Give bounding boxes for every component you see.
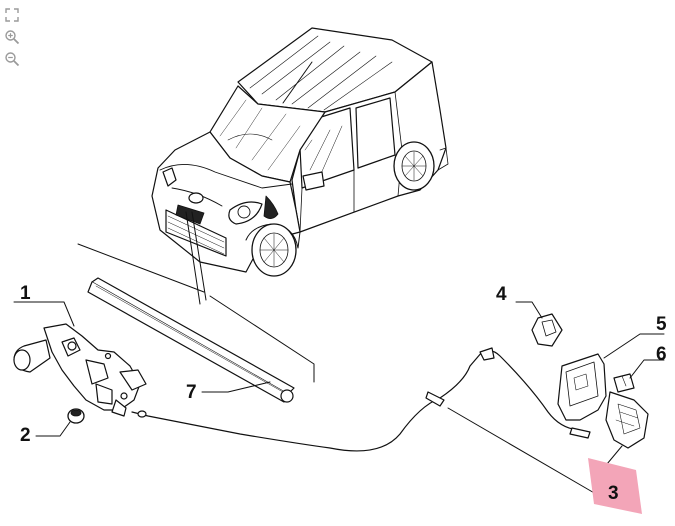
zoom-in-button[interactable]: [3, 28, 21, 46]
callout-label-4[interactable]: 4: [496, 284, 507, 305]
callout-label-6[interactable]: 6: [656, 344, 667, 365]
fit-to-window-icon: [5, 8, 19, 22]
van-illustration: [151, 27, 449, 277]
callout-3-highlight: [588, 458, 642, 514]
part-3-release-cable[interactable]: [131, 347, 591, 452]
callout-label-5[interactable]: 5: [656, 314, 667, 335]
zoom-out-icon: [5, 52, 20, 67]
viewer-toolbar: [3, 6, 23, 68]
part-7-hood-support-rod[interactable]: [77, 243, 315, 403]
fit-to-window-button[interactable]: [3, 6, 21, 24]
zoom-in-icon: [5, 30, 20, 45]
part-6-bolt[interactable]: [613, 373, 635, 393]
callout-label-3[interactable]: 3: [608, 483, 619, 504]
callout-label-1[interactable]: 1: [20, 283, 31, 304]
callout-label-7[interactable]: 7: [186, 382, 197, 403]
part-1-hood-latch[interactable]: [13, 323, 147, 417]
part-5-release-handle[interactable]: [557, 353, 649, 449]
zoom-out-button[interactable]: [3, 50, 21, 68]
part-4-cable-clip[interactable]: [531, 313, 563, 347]
callout-label-2[interactable]: 2: [20, 425, 31, 446]
part-2-grommet[interactable]: [67, 408, 85, 424]
